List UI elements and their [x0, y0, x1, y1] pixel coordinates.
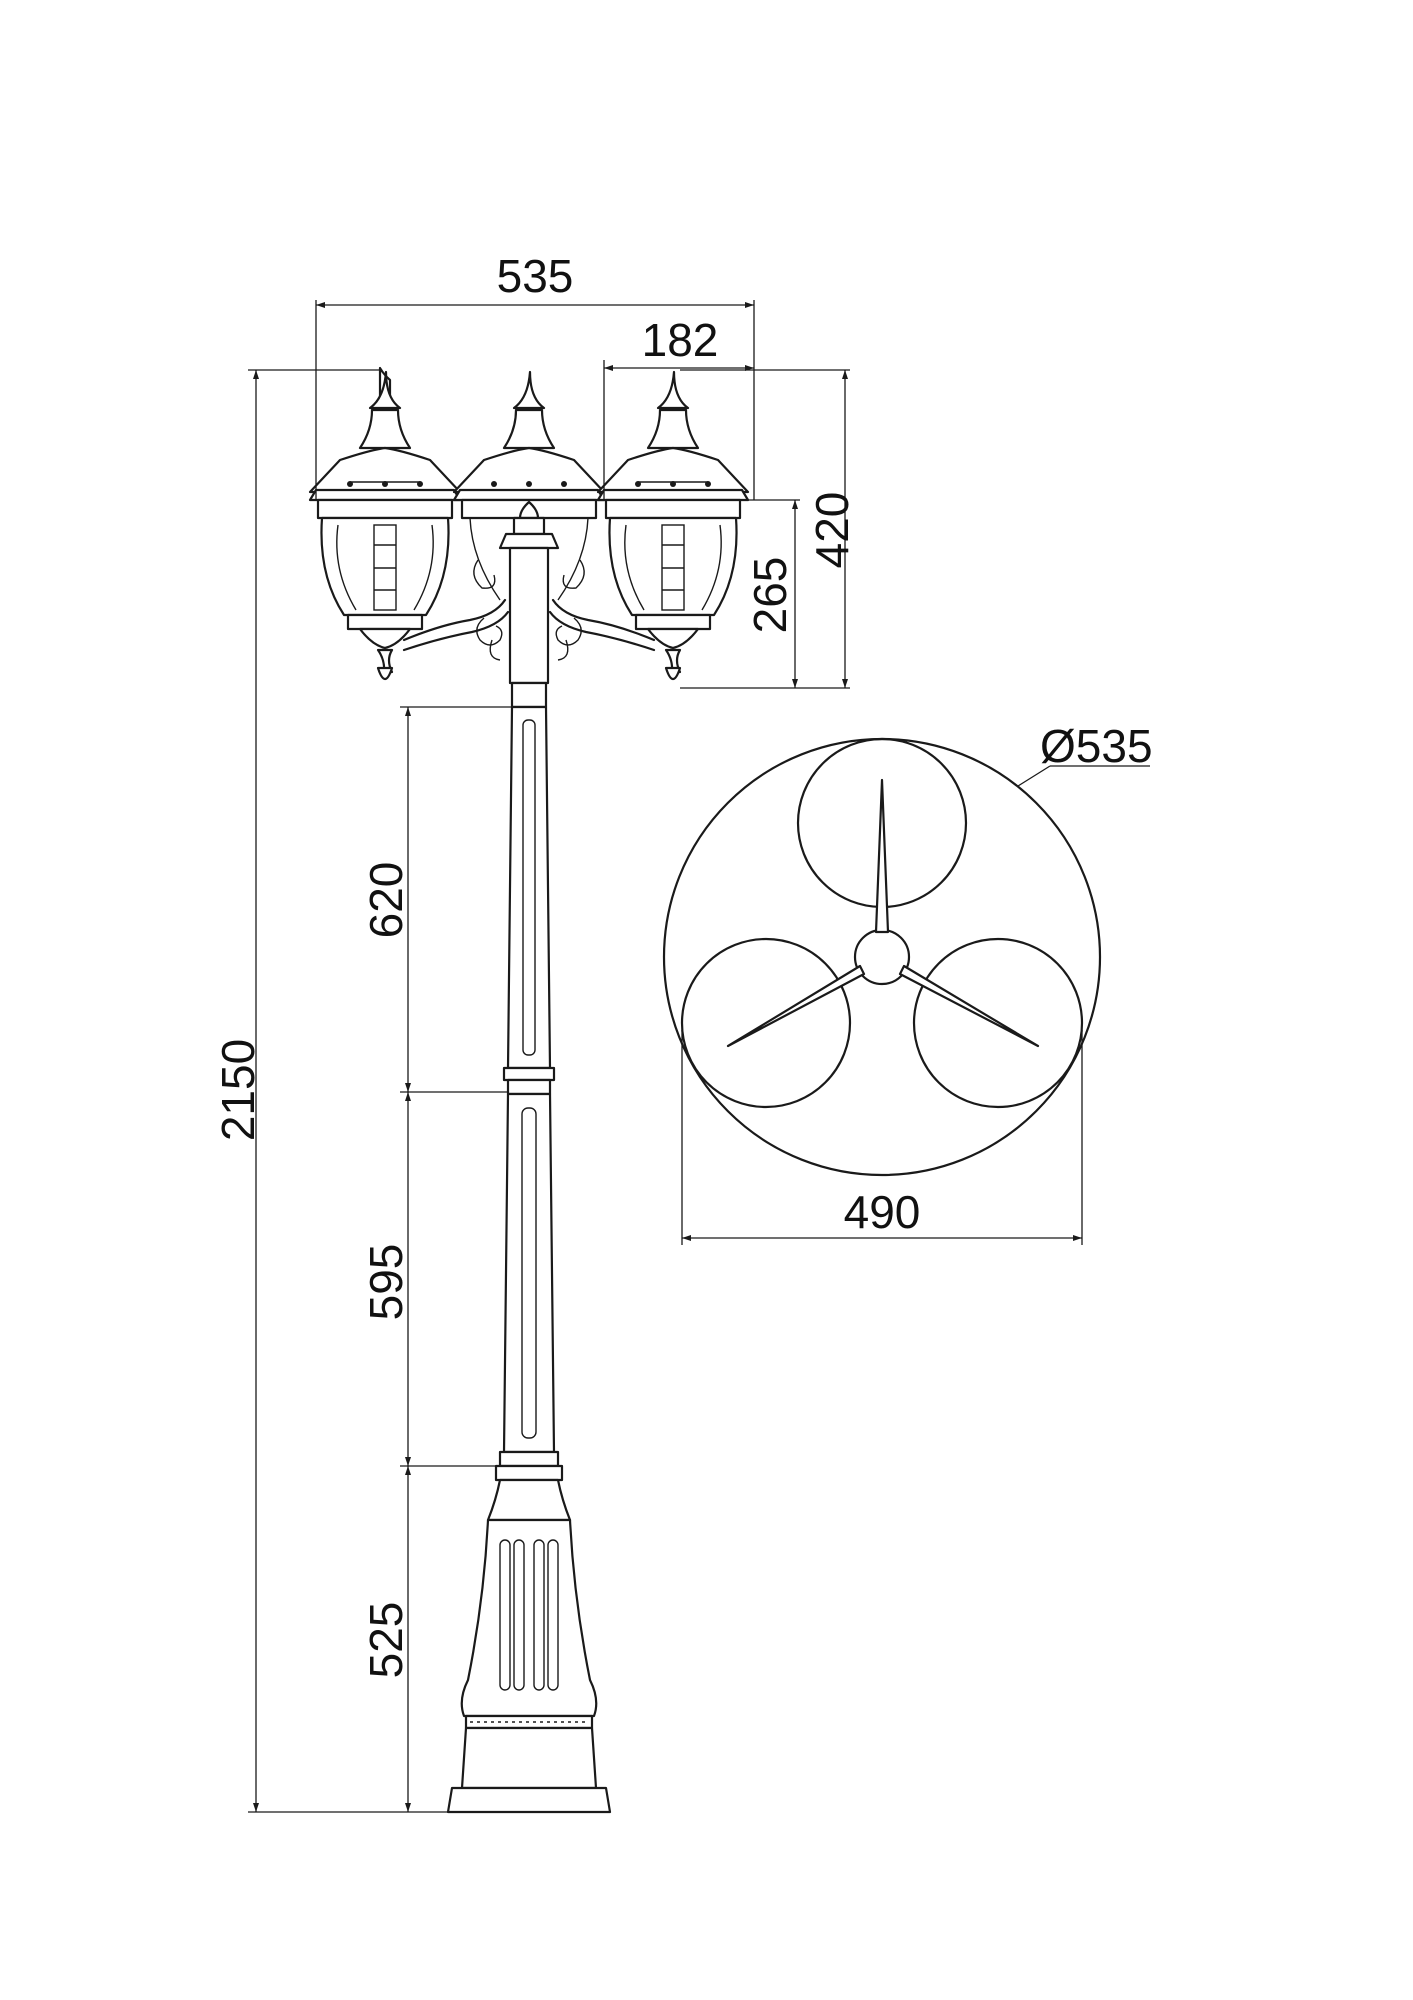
pole-base [446, 1450, 612, 1814]
dim-lantern-width: 182 [642, 314, 719, 366]
lantern-right [596, 370, 750, 681]
lamp-arms [402, 598, 656, 661]
lantern-circle-right [912, 937, 1084, 1109]
pole-upper [502, 681, 556, 1096]
lantern-circle-left [680, 937, 852, 1109]
dimensions-side-view: 535 182 420 265 2150 620 595 525 [212, 250, 858, 1813]
arm-top [874, 778, 890, 934]
lantern-left [308, 366, 462, 681]
hub-circle [853, 928, 911, 986]
dim-base-height: 525 [360, 1602, 412, 1679]
dim-middle-pole-height: 595 [360, 1244, 412, 1321]
dim-lantern-span: 490 [844, 1186, 921, 1238]
dim-head-height: 420 [806, 492, 858, 569]
dim-overall-width: 535 [497, 250, 574, 302]
dim-upper-pole-height: 620 [360, 862, 412, 939]
pole-top [498, 500, 560, 685]
dim-top-diameter: Ø535 [1040, 720, 1153, 772]
arm-left [726, 964, 866, 1048]
lamp-post-side-view [308, 366, 750, 1814]
pole-middle [502, 1092, 556, 1454]
dim-lantern-height: 265 [744, 557, 796, 634]
arm-right [898, 964, 1040, 1048]
dim-total-height: 2150 [212, 1039, 264, 1141]
top-view: Ø535 490 [662, 720, 1153, 1245]
